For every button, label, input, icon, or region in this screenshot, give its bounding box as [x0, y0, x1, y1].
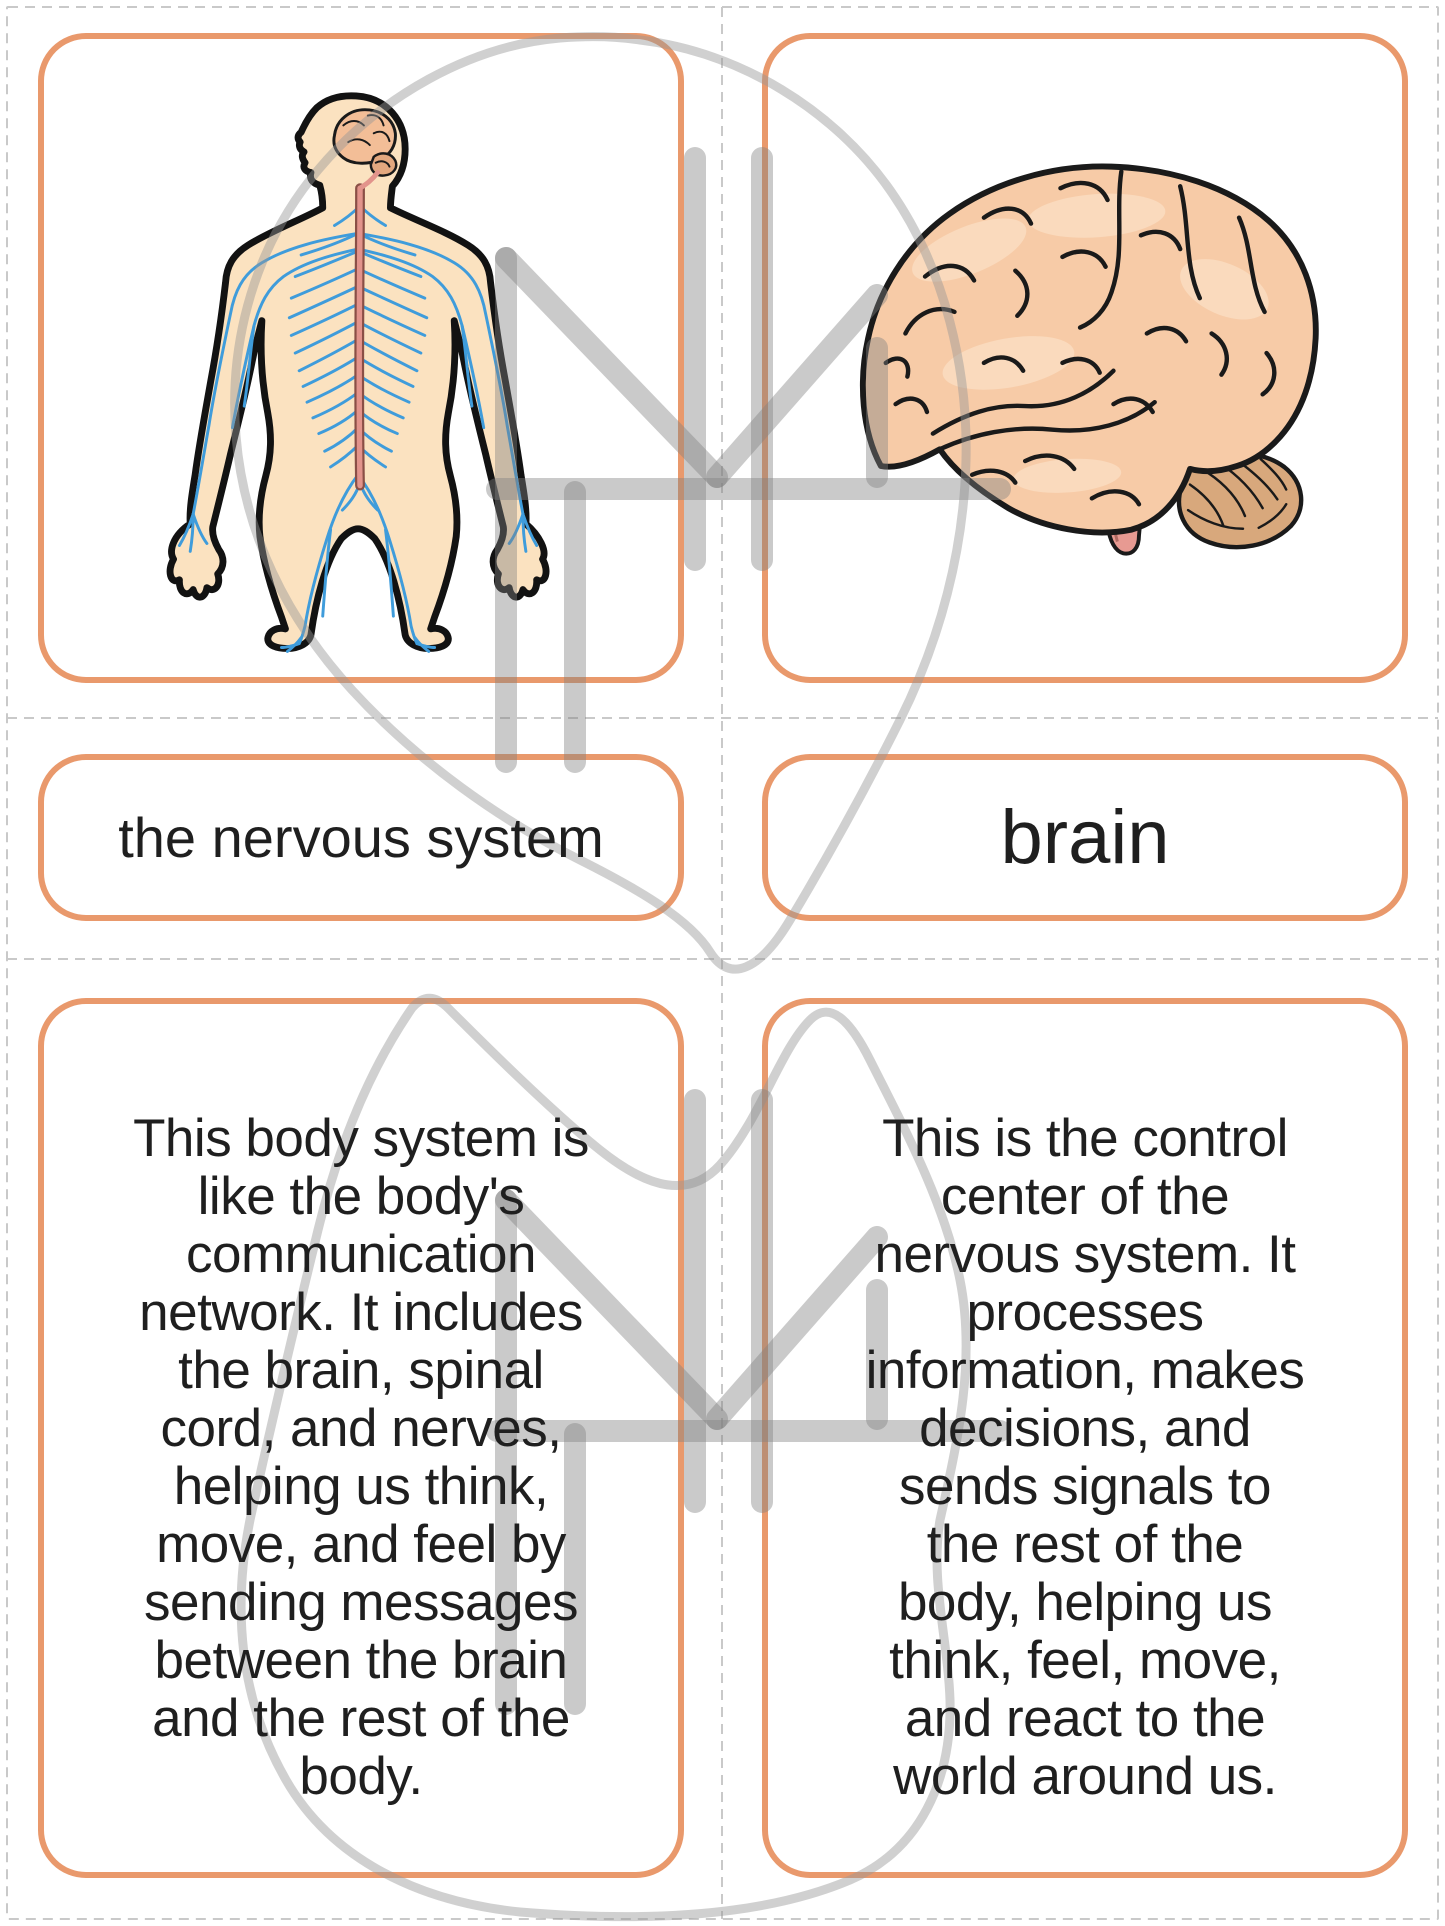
description-card-brain [762, 998, 1408, 1878]
label-card-nervous-system [38, 754, 684, 921]
picture-card-nervous-system [38, 33, 684, 683]
brain-side-view-illustration [859, 163, 1319, 556]
spinal-cord [356, 185, 363, 489]
description-card-nervous-system [38, 998, 684, 1878]
label-card-brain [762, 754, 1408, 921]
human-body-nervous-system-illustration [166, 92, 550, 653]
picture-card-brain [762, 33, 1408, 683]
